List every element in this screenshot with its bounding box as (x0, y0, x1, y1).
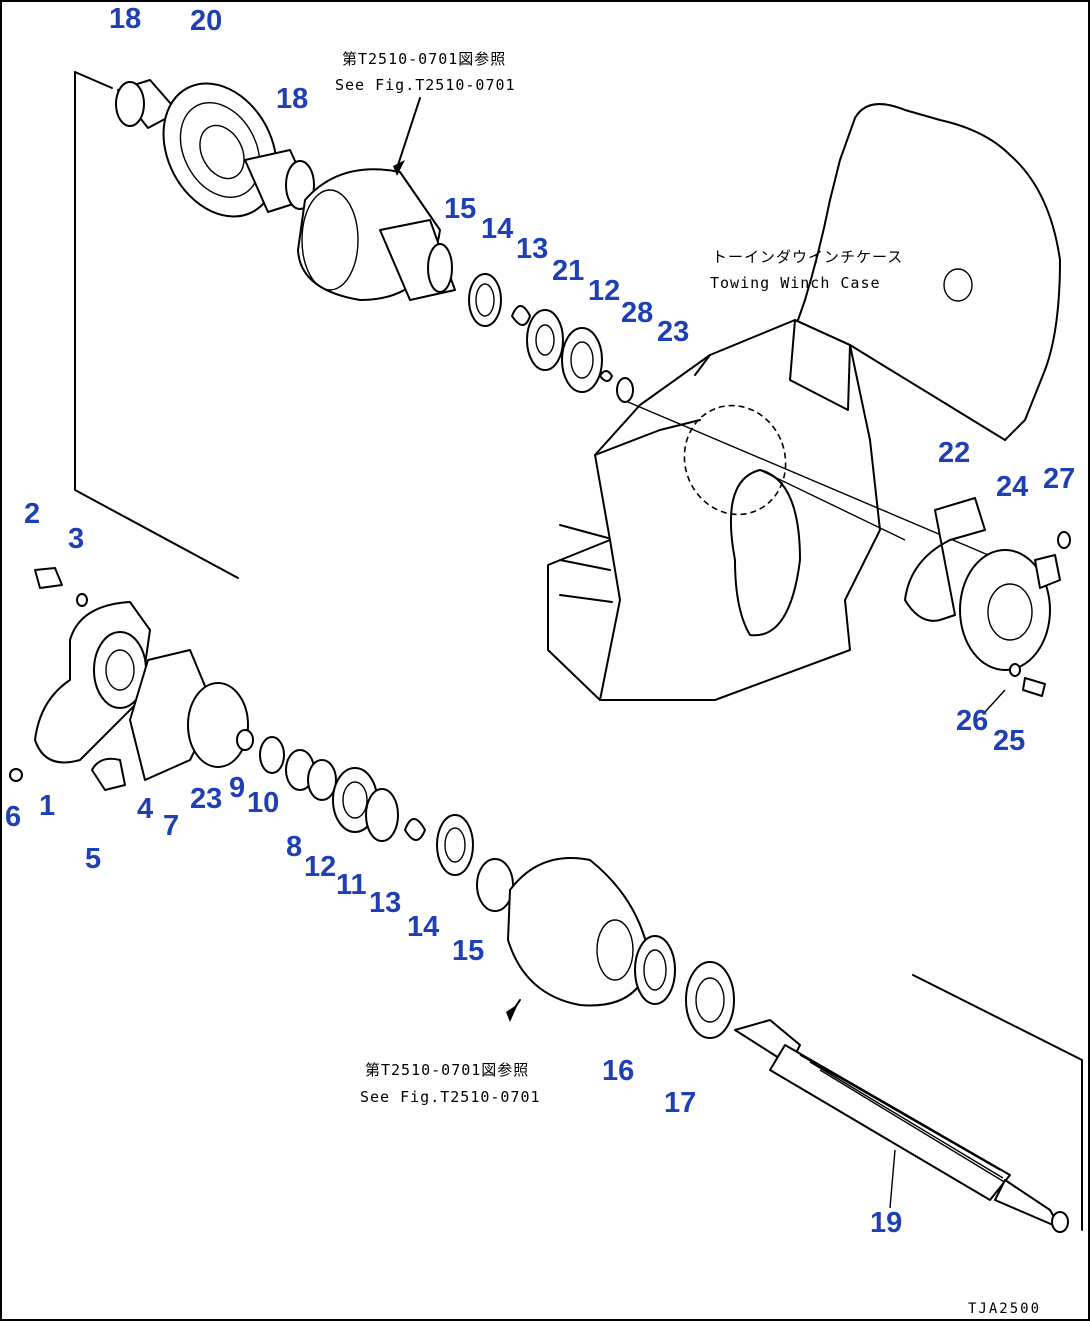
part-number: 20 (190, 5, 222, 37)
lower-housing-assembly (9, 567, 514, 912)
towing-winch-case (547, 103, 1061, 701)
part-number: 14 (481, 213, 513, 245)
part-number: 15 (444, 193, 476, 225)
part-number: 10 (247, 787, 279, 819)
part-number: 24 (996, 471, 1028, 503)
part-number: 6 (5, 801, 21, 833)
part-number: 11 (336, 869, 367, 901)
part-number: 12 (304, 851, 336, 883)
lower-drum-shaft-assembly (506, 857, 1069, 1233)
part-number: 14 (407, 911, 439, 943)
right-cover-assembly (904, 497, 1071, 697)
part-number: 23 (190, 783, 222, 815)
part-number: 3 (68, 523, 84, 555)
part-number-labels: 18 20 18 15 14 13 21 12 28 23 22 24 27 2… (5, 3, 1075, 1239)
part-number: 17 (664, 1087, 696, 1119)
part-number: 28 (621, 297, 653, 329)
part-number: 5 (85, 843, 101, 875)
part-number: 18 (276, 83, 308, 115)
drawing-code: TJA2500 (968, 1301, 1041, 1317)
assembly-guide-lines (74, 71, 1083, 1231)
part-number: 1 (39, 790, 55, 822)
part-number: 21 (552, 255, 584, 287)
case-label-jp: トーインダウインチケース (712, 248, 903, 266)
part-number: 16 (602, 1055, 634, 1087)
part-number: 27 (1043, 463, 1075, 495)
part-number: 23 (657, 316, 689, 348)
bottom-ref-en: See Fig.T2510-0701 (360, 1088, 541, 1106)
part-number: 13 (369, 887, 401, 919)
upper-shaft-assembly (115, 79, 634, 403)
part-number: 7 (163, 810, 179, 842)
part-number: 2 (24, 498, 40, 530)
leader-lines (889, 689, 1006, 1209)
part-number: 15 (452, 935, 484, 967)
top-ref-en: See Fig.T2510-0701 (335, 76, 516, 94)
part-number: 4 (137, 793, 153, 825)
part-number: 19 (870, 1207, 902, 1239)
part-number: 8 (286, 831, 302, 863)
part-number: 18 (109, 3, 141, 35)
part-number: 26 (956, 705, 988, 737)
top-ref-jp: 第T2510-0701図参照 (342, 50, 506, 68)
bottom-ref-jp: 第T2510-0701図参照 (365, 1061, 529, 1079)
part-number: 9 (229, 772, 245, 804)
part-number: 22 (938, 437, 970, 469)
case-label-en: Towing Winch Case (710, 274, 881, 292)
part-number: 12 (588, 275, 620, 307)
part-number: 13 (516, 233, 548, 265)
part-number: 25 (993, 725, 1025, 757)
